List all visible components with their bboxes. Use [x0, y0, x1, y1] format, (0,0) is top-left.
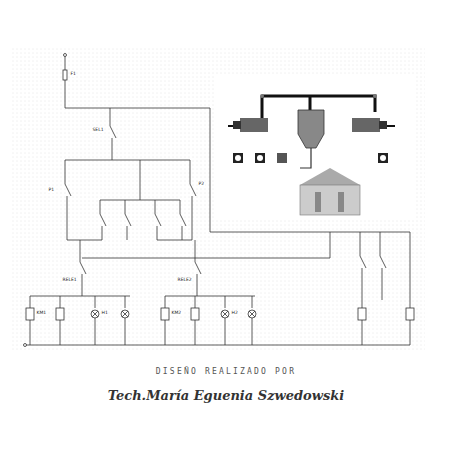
wires — [24, 54, 415, 347]
coil-label: KM1 — [36, 311, 47, 316]
coil-label: KM2 — [171, 311, 182, 316]
lamp-label: H2 — [231, 311, 238, 316]
switch-label: SEL1 — [92, 128, 104, 133]
fuse-label: F1 — [70, 72, 76, 77]
credit-text: DISEÑO REALIZADO POR — [156, 368, 296, 376]
lamp-label: H1 — [101, 311, 108, 316]
relay-label: RELE2 — [177, 278, 192, 283]
plant-illustration — [215, 74, 415, 220]
pushbutton-label: P1 — [48, 188, 55, 193]
pushbutton-label: P2 — [198, 182, 205, 187]
relay-label: RELE1 — [62, 278, 77, 283]
grid — [10, 48, 425, 350]
signature: Tech.María Eguenia Szwedowski — [108, 389, 344, 402]
